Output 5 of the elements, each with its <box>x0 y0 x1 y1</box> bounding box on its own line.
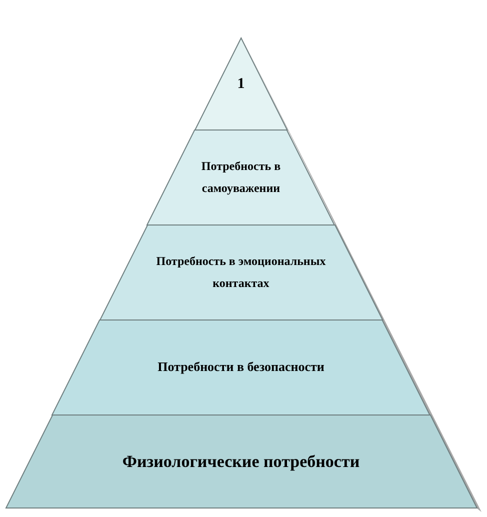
tier-label: Физиологические потребности <box>121 450 361 473</box>
tier-label: Потребности в безопасности <box>156 358 326 376</box>
tier-label: Потребность в самоуважении <box>200 158 282 198</box>
tier-label: 1 <box>236 74 246 94</box>
tier-label: Потребность в эмоциональных контактах <box>155 252 327 292</box>
